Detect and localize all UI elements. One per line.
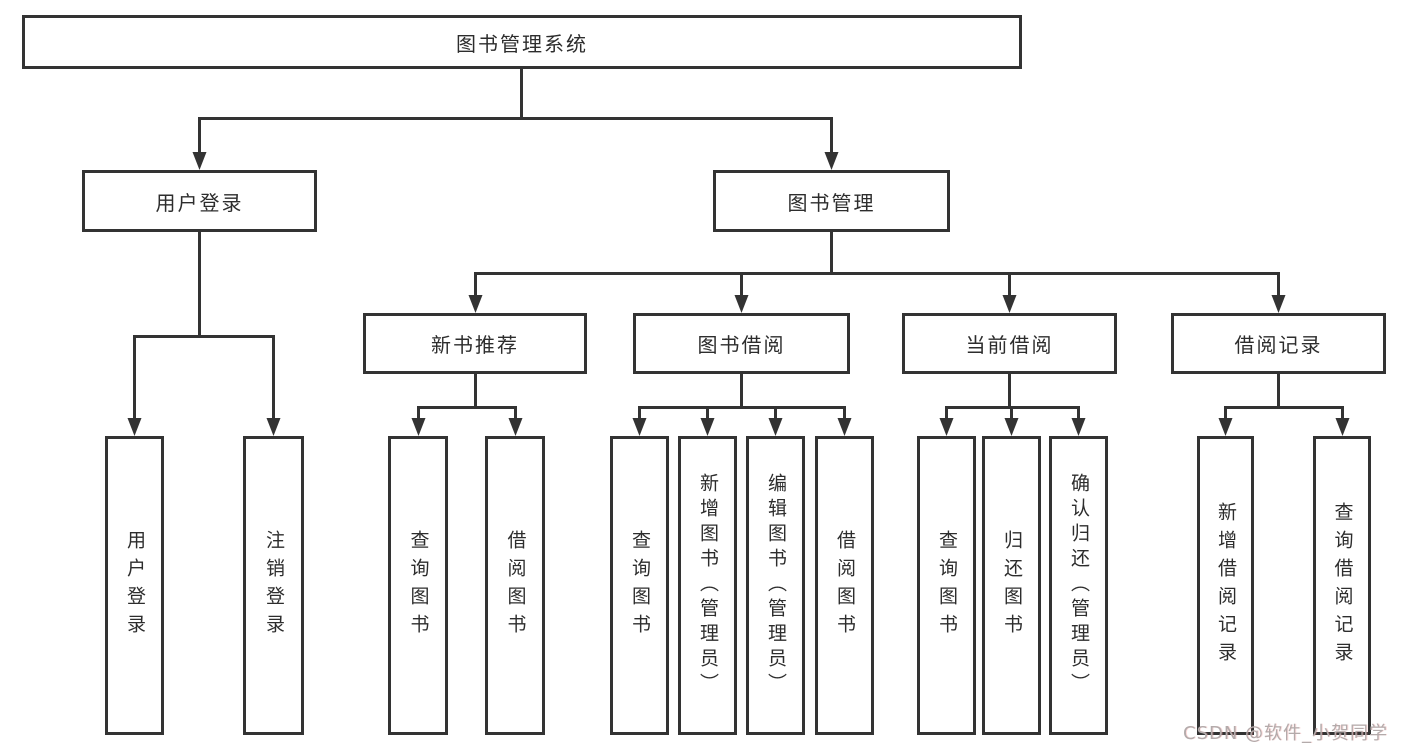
leaf-query-books-3-label: 查询图书 (935, 529, 958, 642)
leaf-return-books: 归还图书 (982, 436, 1041, 735)
leaf-user-login: 用户登录 (105, 436, 164, 735)
leaf-query-borrow-record: 查询借阅记录 (1313, 436, 1371, 735)
node-borrowing-records-label: 借阅记录 (1234, 333, 1323, 357)
leaf-add-books-admin: 新增图书（管理员） (678, 436, 737, 735)
leaf-query-borrow-record-label: 查询借阅记录 (1331, 501, 1354, 670)
csdn-watermark: CSDN @软件_小贺同学 (1183, 723, 1389, 744)
leaf-user-login-label: 用户登录 (123, 529, 146, 642)
node-current-borrowing-label: 当前借阅 (965, 333, 1054, 357)
leaf-edit-books-admin-label: 编辑图书（管理员） (764, 473, 787, 698)
edge-current-shafts (945, 406, 1080, 420)
leaf-return-books-label: 归还图书 (1000, 529, 1023, 642)
edge-mgmt-bus (475, 232, 1279, 275)
node-book-management: 图书管理 (713, 170, 950, 232)
node-user-login: 用户登录 (82, 170, 317, 232)
leaf-query-books-1-label: 查询图书 (407, 529, 430, 642)
edge-login-bus (134, 232, 274, 338)
node-borrowing-records: 借阅记录 (1171, 313, 1386, 374)
node-book-management-label: 图书管理 (787, 190, 876, 215)
arrowheads (127, 152, 1350, 436)
leaf-add-borrow-record-label: 新增借阅记录 (1214, 501, 1237, 670)
leaf-confirm-return-admin: 确认归还（管理员） (1049, 436, 1108, 735)
edge-mgmt-shafts (474, 272, 1280, 297)
edge-current-bus (946, 374, 1079, 409)
leaf-borrow-books-2-label: 借阅图书 (833, 529, 856, 642)
leaf-edit-books-admin: 编辑图书（管理员） (746, 436, 805, 735)
edge-records-shafts (1224, 406, 1344, 420)
node-book-borrowing: 图书借阅 (633, 313, 850, 374)
leaf-query-books-3: 查询图书 (917, 436, 976, 735)
edge-newbook-shafts (417, 406, 517, 420)
node-current-borrowing: 当前借阅 (902, 313, 1117, 374)
node-root: 图书管理系统 (22, 15, 1022, 69)
node-new-book-recommend-label: 新书推荐 (431, 333, 519, 357)
node-user-login-label: 用户登录 (155, 190, 244, 215)
edge-root-shafts (198, 117, 833, 154)
leaf-add-borrow-record: 新增借阅记录 (1197, 436, 1254, 735)
edge-records-bus (1225, 374, 1343, 409)
edge-newbook-bus (418, 374, 516, 409)
edge-root-bus (199, 69, 832, 120)
node-root-label: 图书管理系统 (456, 31, 588, 56)
leaf-borrow-books-2: 借阅图书 (815, 436, 874, 735)
leaf-logout: 注销登录 (243, 436, 304, 735)
leaf-borrow-books-1: 借阅图书 (485, 436, 545, 735)
node-new-book-recommend: 新书推荐 (363, 313, 587, 374)
node-book-borrowing-label: 图书借阅 (697, 333, 786, 357)
edge-login-shafts (133, 335, 275, 420)
leaf-borrow-books-1-label: 借阅图书 (504, 529, 527, 642)
leaf-logout-label: 注销登录 (262, 529, 285, 642)
leaf-query-books-2: 查询图书 (610, 436, 669, 735)
edge-borrow-bus (639, 374, 845, 409)
leaf-add-books-admin-label: 新增图书（管理员） (696, 473, 719, 698)
edge-borrow-shafts (638, 406, 846, 420)
leaf-query-books-1: 查询图书 (388, 436, 448, 735)
leaf-confirm-return-admin-label: 确认归还（管理员） (1067, 473, 1090, 698)
leaf-query-books-2-label: 查询图书 (628, 529, 651, 642)
